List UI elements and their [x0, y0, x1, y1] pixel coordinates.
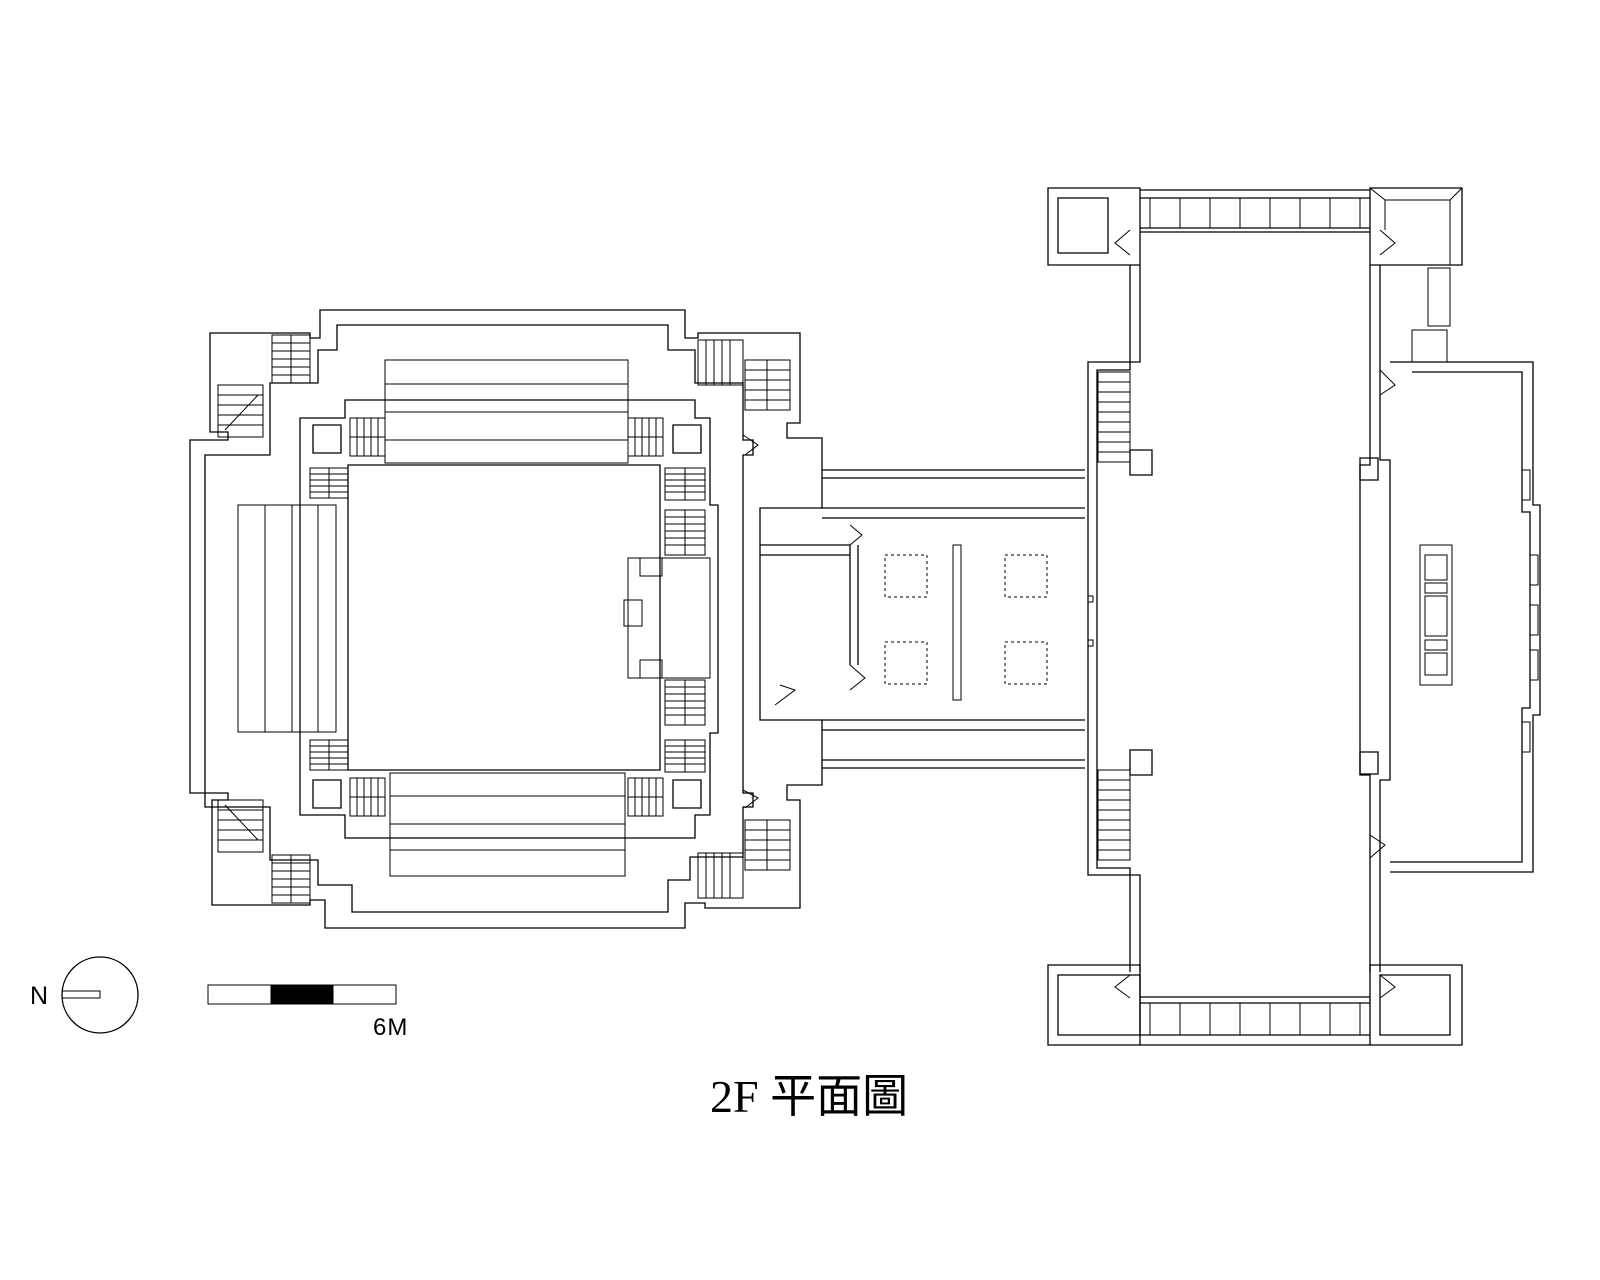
lobby-pillar: [1005, 555, 1047, 597]
display-case: [1420, 545, 1452, 685]
hall-columns: [313, 425, 701, 808]
east-building: [1048, 188, 1540, 1045]
north-arrow: N: [30, 957, 138, 1033]
west-corridor-wall: [300, 400, 718, 838]
east-doors: [1115, 230, 1395, 998]
central-hall: [348, 465, 660, 770]
lobby-pillar: [1005, 642, 1047, 684]
west-outer-wall: [190, 310, 822, 928]
west-seating: [238, 505, 336, 732]
connector-lobby: [760, 470, 1093, 768]
scale-label: 6M: [373, 1014, 408, 1041]
south-seating: [390, 773, 625, 876]
stage: [624, 558, 710, 678]
north-label: N: [30, 982, 48, 1010]
sw-tower: [1048, 965, 1140, 1045]
east-wing-wall: [1390, 362, 1540, 872]
se-tower: [1370, 965, 1462, 1045]
lobby-pillar: [885, 555, 927, 597]
east-hall-west-wall: [1088, 265, 1140, 972]
east-hall-east-wall: [1360, 265, 1370, 972]
lobby-pillar: [885, 642, 927, 684]
hall-stairs: [310, 418, 705, 816]
ne-tower: [1370, 188, 1462, 265]
plan-title: 2F 平面圖: [710, 1071, 908, 1122]
south-colonnade: [1140, 997, 1370, 1045]
west-doors: [743, 435, 795, 808]
east-hall-stairs: [1098, 372, 1152, 860]
north-seating: [385, 360, 628, 463]
north-colonnade: [1140, 190, 1370, 232]
lobby-partition: [953, 545, 961, 700]
nw-tower: [1048, 188, 1140, 265]
west-building: [190, 310, 822, 928]
scale-bar: 6M: [208, 985, 408, 1041]
west-inner-wall: [205, 325, 753, 912]
north-arrow-needle: [62, 991, 100, 998]
west-corner-stairs: [218, 335, 790, 903]
